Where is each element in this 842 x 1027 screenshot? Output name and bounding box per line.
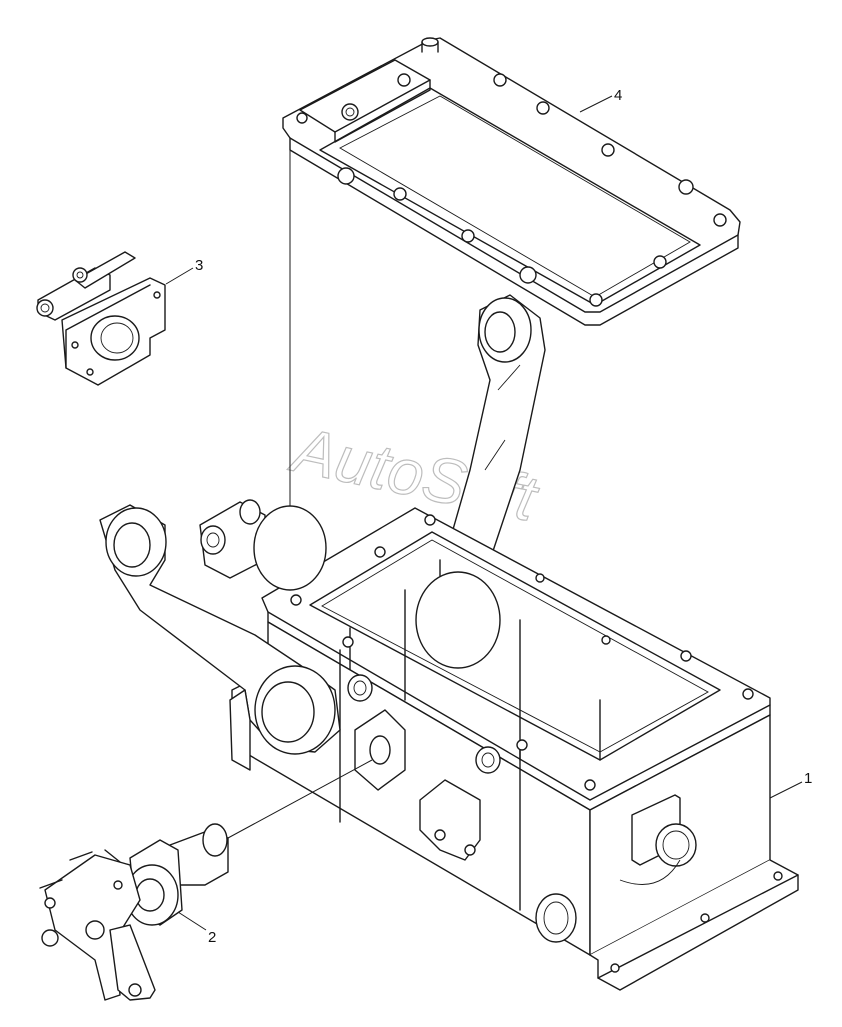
callout-3: 3 <box>165 257 203 285</box>
callout-1: 1 <box>769 770 812 799</box>
callout-label-4: 4 <box>614 87 622 104</box>
callout-2: 2 <box>177 911 216 946</box>
fork-bracket <box>199 499 327 591</box>
callout-label-2: 2 <box>208 929 216 946</box>
callout-4: 4 <box>579 87 622 113</box>
part-4-top-cover <box>282 37 741 326</box>
callout-label-1: 1 <box>804 770 812 787</box>
upper-lever-arm <box>439 294 546 586</box>
callout-label-3: 3 <box>195 257 203 274</box>
lower-lever-arm <box>99 504 341 771</box>
part-2-shift-assembly <box>39 823 229 1001</box>
part-3-bracket <box>36 251 166 386</box>
